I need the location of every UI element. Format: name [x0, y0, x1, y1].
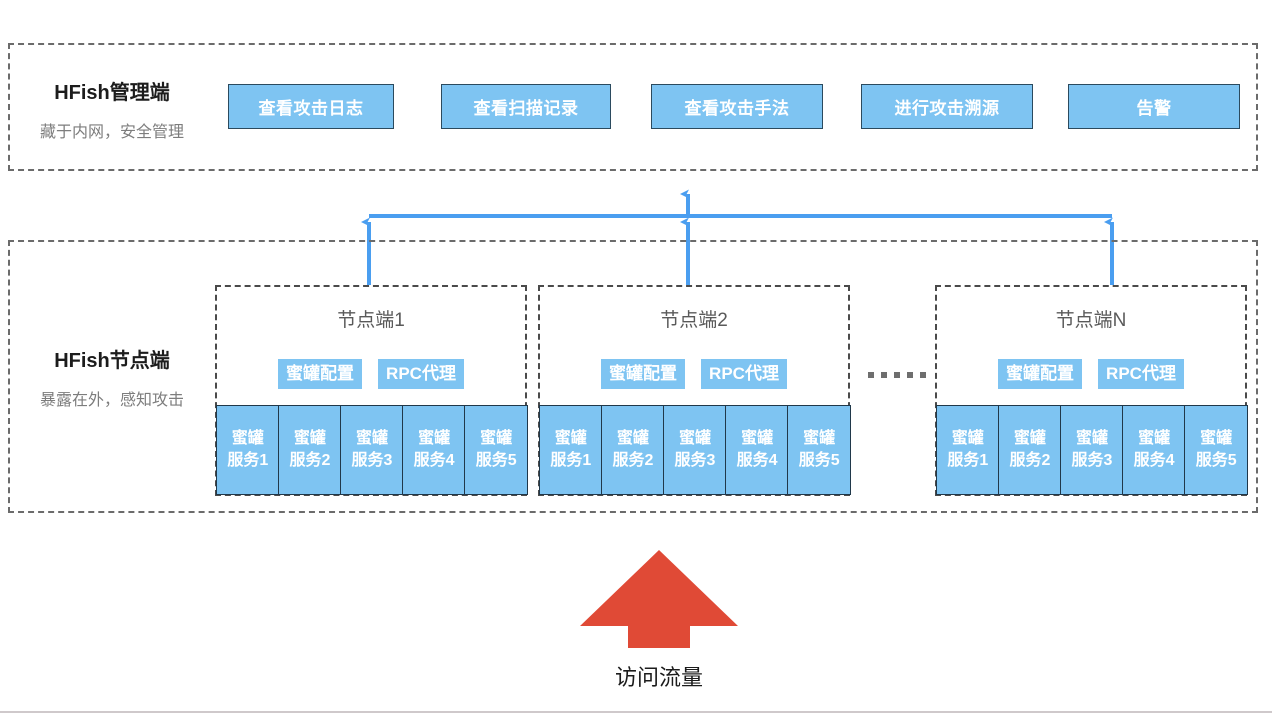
service-prefix: 蜜罐: [951, 430, 984, 447]
button-alert[interactable]: 告警: [1068, 84, 1240, 129]
service-prefix: 蜜罐: [554, 430, 587, 447]
tag-honeypot-config[interactable]: 蜜罐配置: [278, 359, 363, 389]
service-cell-2-5[interactable]: 蜜罐 服务5: [787, 405, 851, 495]
tag-rpc-proxy[interactable]: RPC代理: [1098, 359, 1184, 389]
service-suffix: 服务1: [550, 452, 592, 469]
service-cell-1-4[interactable]: 蜜罐 服务4: [402, 405, 466, 495]
node-title: HFish节点端: [54, 350, 170, 372]
service-suffix: 服务4: [736, 452, 778, 469]
service-suffix: 服务2: [612, 452, 654, 469]
ellipsis-dot: [920, 372, 926, 378]
service-cell-1-2[interactable]: 蜜罐 服务2: [278, 405, 342, 495]
service-suffix: 服务3: [1071, 452, 1113, 469]
service-prefix: 蜜罐: [678, 430, 711, 447]
service-suffix: 服务5: [1195, 452, 1237, 469]
button-attack-traceback[interactable]: 进行攻击溯源: [861, 84, 1033, 129]
node-box-2-services: 蜜罐 服务1 蜜罐 服务2 蜜罐 服务3 蜜罐 服务4 蜜罐 服务5: [539, 405, 851, 495]
service-suffix: 服务3: [674, 452, 716, 469]
tag-honeypot-config[interactable]: 蜜罐配置: [601, 359, 686, 389]
service-prefix: 蜜罐: [355, 430, 388, 447]
button-view-attack-logs[interactable]: 查看攻击日志: [228, 84, 394, 129]
button-view-scan-records[interactable]: 查看扫描记录: [441, 84, 611, 129]
service-prefix: 蜜罐: [418, 430, 451, 447]
tag-honeypot-config[interactable]: 蜜罐配置: [998, 359, 1083, 389]
management-section: [8, 43, 1258, 171]
service-cell-n-4[interactable]: 蜜罐 服务4: [1122, 405, 1186, 495]
ellipsis-dot: [868, 372, 874, 378]
node-box-1[interactable]: 节点端1 蜜罐配置 RPC代理 蜜罐 服务1 蜜罐 服务2 蜜罐 服务3 蜜罐 …: [215, 285, 528, 496]
bottom-divider: [0, 711, 1272, 713]
management-title: HFish管理端: [54, 82, 170, 104]
ellipsis-dot: [907, 372, 913, 378]
traffic-caption: 访问流量: [614, 665, 703, 690]
service-prefix: 蜜罐: [1075, 430, 1108, 447]
service-suffix: 服务4: [1133, 452, 1175, 469]
button-view-attack-techniques[interactable]: 查看攻击手法: [651, 84, 823, 129]
service-suffix: 服务2: [1009, 452, 1051, 469]
node-box-n[interactable]: 节点端N 蜜罐配置 RPC代理 蜜罐 服务1 蜜罐 服务2 蜜罐 服务3 蜜罐 …: [935, 285, 1248, 496]
management-subtitle: 藏于内网，安全管理: [39, 124, 184, 141]
service-suffix: 服务1: [227, 452, 269, 469]
service-cell-2-2[interactable]: 蜜罐 服务2: [601, 405, 665, 495]
service-prefix: 蜜罐: [803, 430, 836, 447]
node-section-label: HFish节点端 暴露在外，感知攻击: [6, 344, 218, 410]
service-suffix: 服务2: [289, 452, 331, 469]
service-cell-n-5[interactable]: 蜜罐 服务5: [1184, 405, 1248, 495]
service-cell-1-5[interactable]: 蜜罐 服务5: [464, 405, 528, 495]
service-prefix: 蜜罐: [293, 430, 326, 447]
service-prefix: 蜜罐: [1138, 430, 1171, 447]
node-box-n-services: 蜜罐 服务1 蜜罐 服务2 蜜罐 服务3 蜜罐 服务4 蜜罐 服务5: [936, 405, 1248, 495]
service-prefix: 蜜罐: [741, 430, 774, 447]
service-prefix: 蜜罐: [1013, 430, 1046, 447]
node-box-1-services: 蜜罐 服务1 蜜罐 服务2 蜜罐 服务3 蜜罐 服务4 蜜罐 服务5: [216, 405, 528, 495]
node-box-n-tags: 蜜罐配置 RPC代理: [937, 359, 1245, 389]
node-box-2-tags: 蜜罐配置 RPC代理: [540, 359, 848, 389]
traffic-arrow-icon: [580, 550, 738, 648]
service-prefix: 蜜罐: [1200, 430, 1233, 447]
node-box-n-title: 节点端N: [1055, 310, 1127, 331]
node-subtitle: 暴露在外，感知攻击: [39, 392, 184, 409]
service-suffix: 服务3: [351, 452, 393, 469]
ellipsis-dot: [881, 372, 887, 378]
node-box-2-title: 节点端2: [660, 310, 728, 331]
service-cell-n-2[interactable]: 蜜罐 服务2: [998, 405, 1062, 495]
service-prefix: 蜜罐: [480, 430, 513, 447]
management-section-label: HFish管理端 藏于内网，安全管理: [6, 76, 218, 142]
service-cell-n-3[interactable]: 蜜罐 服务3: [1060, 405, 1124, 495]
service-cell-1-1[interactable]: 蜜罐 服务1: [216, 405, 280, 495]
service-suffix: 服务5: [475, 452, 517, 469]
service-cell-2-1[interactable]: 蜜罐 服务1: [539, 405, 603, 495]
service-cell-2-3[interactable]: 蜜罐 服务3: [663, 405, 727, 495]
service-suffix: 服务4: [413, 452, 455, 469]
service-prefix: 蜜罐: [616, 430, 649, 447]
node-section: [8, 240, 1258, 513]
tag-rpc-proxy[interactable]: RPC代理: [378, 359, 464, 389]
service-cell-1-3[interactable]: 蜜罐 服务3: [340, 405, 404, 495]
tag-rpc-proxy[interactable]: RPC代理: [701, 359, 787, 389]
service-cell-n-1[interactable]: 蜜罐 服务1: [936, 405, 1000, 495]
ellipsis-dot: [894, 372, 900, 378]
service-prefix: 蜜罐: [231, 430, 264, 447]
node-ellipsis-icon: [868, 372, 926, 378]
node-box-1-tags: 蜜罐配置 RPC代理: [217, 359, 525, 389]
service-cell-2-4[interactable]: 蜜罐 服务4: [725, 405, 789, 495]
node-box-1-title: 节点端1: [337, 310, 405, 331]
node-box-2[interactable]: 节点端2 蜜罐配置 RPC代理 蜜罐 服务1 蜜罐 服务2 蜜罐 服务3 蜜罐 …: [538, 285, 851, 496]
service-suffix: 服务5: [798, 452, 840, 469]
service-suffix: 服务1: [947, 452, 989, 469]
